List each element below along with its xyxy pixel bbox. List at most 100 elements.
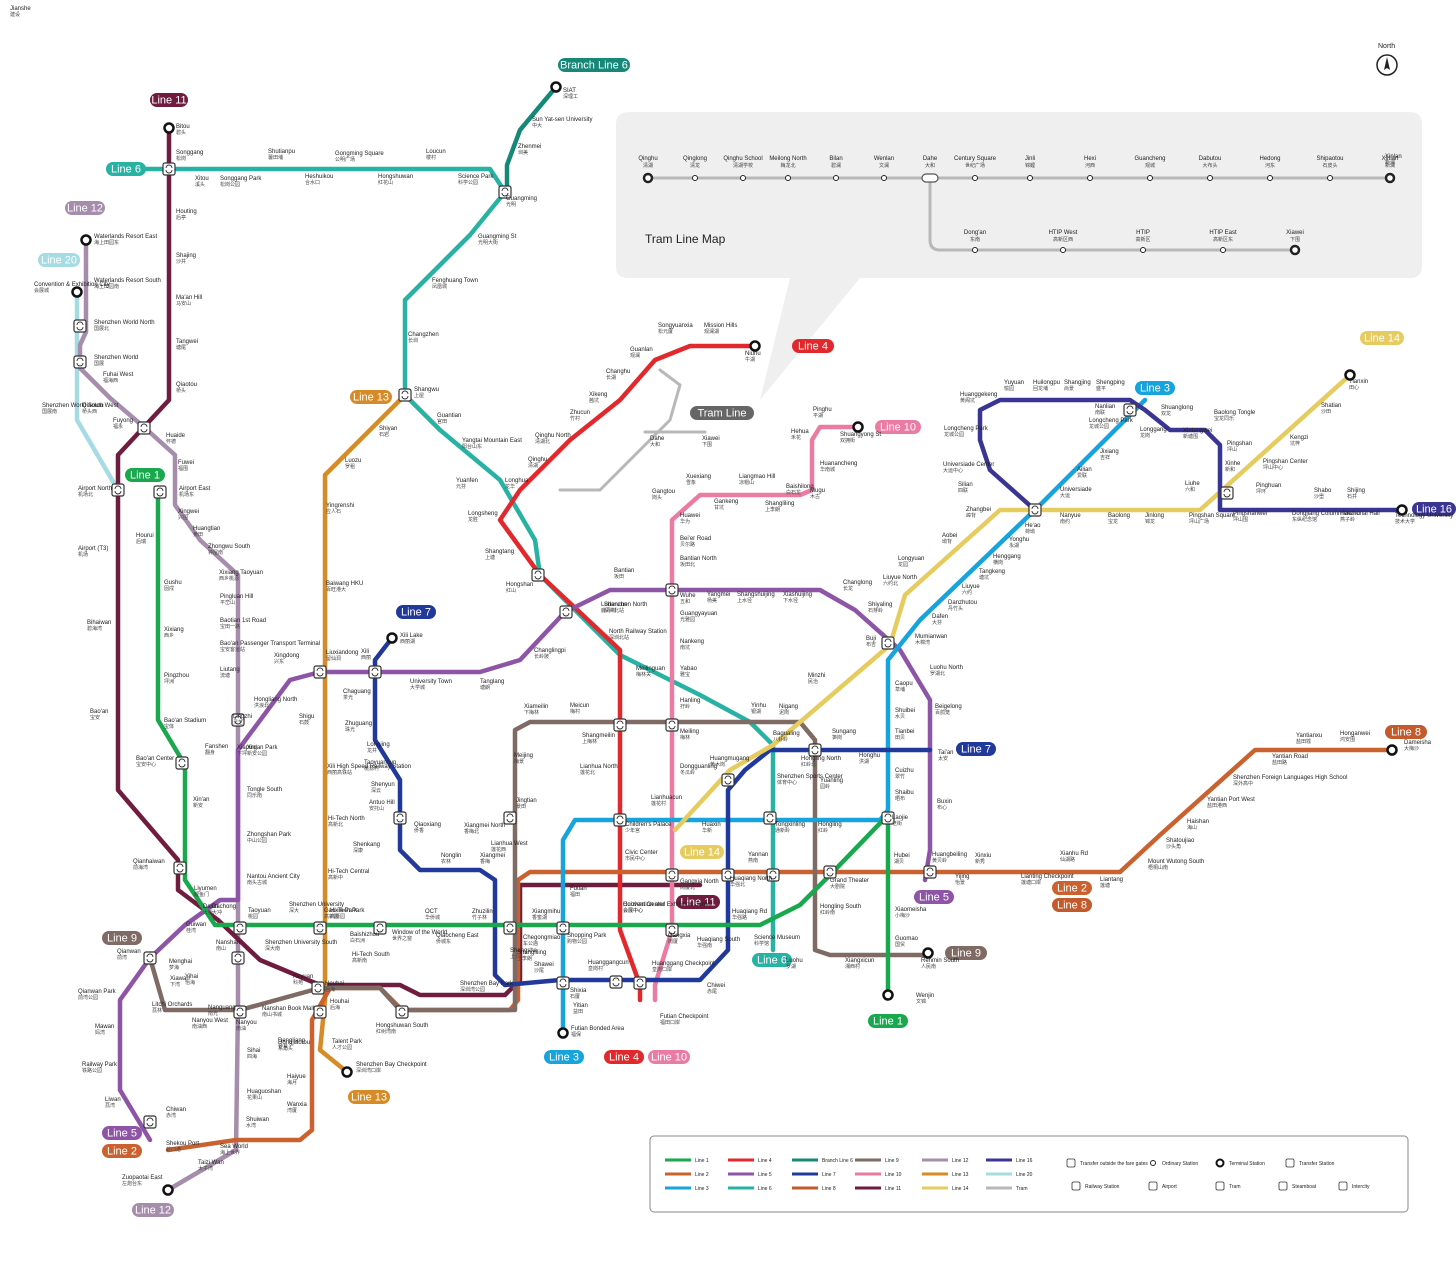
- station-label[interactable]: Changlong: [843, 580, 872, 586]
- station-label[interactable]: Dongguanling: [680, 764, 717, 770]
- station-label[interactable]: Bihaiwan: [87, 620, 111, 626]
- line-badge-l10[interactable]: Line 10: [875, 420, 921, 434]
- station-label[interactable]: Sihai: [247, 1048, 260, 1054]
- line-badge-l20[interactable]: Line 20: [38, 253, 80, 267]
- station-label[interactable]: Beigelong: [935, 704, 962, 710]
- station-label[interactable]: Xiawei: [702, 436, 720, 442]
- station-label[interactable]: Xixiang: [164, 627, 184, 633]
- station-label[interactable]: Longhua: [505, 478, 529, 484]
- station-label[interactable]: Shangwu: [414, 387, 439, 393]
- line-badge-l8[interactable]: Line 8: [1385, 725, 1427, 739]
- station-label[interactable]: Longcheng Park: [944, 426, 989, 432]
- station-label[interactable]: Chegongmiao: [523, 935, 561, 941]
- station-label[interactable]: Qianhaiwan: [133, 859, 165, 865]
- station-label[interactable]: Qiaotou West: [82, 403, 119, 409]
- station-label[interactable]: Qiaotou: [176, 382, 197, 388]
- station-label[interactable]: Songgang Park: [220, 176, 262, 182]
- station-label[interactable]: Qiaoxiang: [414, 822, 441, 828]
- station-label[interactable]: Convention and Exhibition Center: [623, 902, 712, 908]
- station-label[interactable]: Shiyaling: [868, 602, 892, 608]
- station-label[interactable]: Civic Center: [625, 850, 658, 856]
- station-label[interactable]: Xuexiang: [686, 474, 711, 480]
- station-label[interactable]: Hongling North: [801, 756, 841, 762]
- station-label[interactable]: Futian: [570, 886, 587, 892]
- station-label[interactable]: Hehua: [791, 429, 809, 435]
- station-label[interactable]: Chiwei: [707, 983, 725, 989]
- tram-station-label[interactable]: Bilan: [829, 156, 842, 162]
- station-label[interactable]: Yingrenshi: [326, 503, 354, 509]
- station-label[interactable]: Bitou: [176, 124, 190, 130]
- tram-station-label[interactable]: Jinli: [1025, 156, 1035, 162]
- tram-station-label[interactable]: Hexi: [1084, 156, 1096, 162]
- line-badge-l1[interactable]: Line 1: [125, 468, 165, 482]
- station-label[interactable]: Yuanling: [820, 778, 843, 784]
- station-label[interactable]: Science Museum: [754, 935, 800, 941]
- station-label[interactable]: Baishilong: [786, 484, 814, 490]
- station-label[interactable]: Dafen: [932, 614, 948, 620]
- station-label[interactable]: Silian: [958, 482, 973, 488]
- station-label[interactable]: Airport East: [179, 486, 211, 492]
- station-label[interactable]: Lianhua West: [491, 841, 528, 847]
- station-label[interactable]: Nanyou: [236, 1020, 257, 1026]
- station-label[interactable]: Hongling South: [820, 904, 861, 910]
- station-label[interactable]: Guangming St: [478, 234, 517, 240]
- station-label[interactable]: Shenzhen Sports Center: [777, 774, 843, 780]
- station-label[interactable]: Science Park: [458, 174, 494, 180]
- station-label[interactable]: Pinghu: [813, 407, 832, 413]
- station-label[interactable]: Liuhe: [1185, 481, 1200, 487]
- line-badge-l8[interactable]: Line 8: [1052, 898, 1092, 912]
- station-label[interactable]: Nanguang: [208, 1005, 236, 1011]
- station-label[interactable]: Guiwan: [186, 922, 206, 928]
- station-label[interactable]: Xitou: [195, 176, 209, 182]
- station-label[interactable]: Wanxia: [287, 1102, 307, 1108]
- station-label[interactable]: Buji: [866, 636, 876, 642]
- station-label[interactable]: Hongshuwan South: [376, 1023, 428, 1029]
- terminal-station-icon[interactable]: [1344, 369, 1356, 381]
- station-label[interactable]: Pinghuan: [1256, 483, 1281, 489]
- station-label[interactable]: Aobei: [942, 533, 957, 539]
- station-label[interactable]: Dameisha: [1404, 740, 1432, 746]
- station-label[interactable]: Sun Yat-sen University: [532, 117, 592, 123]
- station-label[interactable]: Xinlan: [1385, 154, 1402, 160]
- station-label[interactable]: Wenjin: [916, 993, 934, 999]
- station-label[interactable]: Bagualing: [773, 731, 800, 737]
- station-label[interactable]: Fenghuang Town: [432, 278, 478, 284]
- station-label[interactable]: Zhongwu South: [208, 544, 250, 550]
- station-label[interactable]: Nigang: [779, 704, 798, 710]
- station-label[interactable]: Tangwei: [176, 339, 198, 345]
- station-label[interactable]: Dongjiang Column Memorial Hall: [1292, 511, 1380, 517]
- tram-station-label[interactable]: Wenlan: [874, 156, 894, 162]
- station-label[interactable]: Huangmugang: [710, 756, 749, 762]
- station-label[interactable]: Lianhuacun: [651, 795, 682, 801]
- line-badge-l11[interactable]: Line 11: [676, 895, 720, 909]
- station-label[interactable]: Shangjing: [1064, 380, 1091, 386]
- station-label[interactable]: Guanlan: [630, 347, 653, 353]
- station-label[interactable]: Nankeng: [680, 639, 704, 645]
- tram-station-label[interactable]: HTIP West: [1049, 230, 1078, 236]
- line-badge-l4[interactable]: Line 4: [792, 339, 834, 353]
- station-label[interactable]: Sungang: [832, 729, 856, 735]
- station-label[interactable]: Honganwei: [1340, 731, 1370, 737]
- station-label[interactable]: Futian Checkpoint: [660, 1014, 709, 1020]
- station-label[interactable]: Huangtian: [193, 526, 220, 532]
- line-badge-l1[interactable]: Line 1: [868, 1014, 908, 1028]
- station-label[interactable]: Laojie: [892, 815, 909, 821]
- station-label[interactable]: Shatian: [1321, 403, 1341, 409]
- tram-station-label[interactable]: Qinghu School: [723, 156, 762, 162]
- station-label[interactable]: Lianting Checkpoint: [1021, 874, 1074, 880]
- station-label[interactable]: Kengzi: [1290, 435, 1308, 441]
- station-label[interactable]: Qianwan: [117, 949, 141, 955]
- station-label[interactable]: SIAT: [563, 88, 576, 94]
- station-label[interactable]: Chaguang: [343, 689, 371, 695]
- station-label[interactable]: Huanggekeng: [960, 392, 997, 398]
- station-label[interactable]: University Town: [410, 679, 452, 685]
- station-label[interactable]: Luohu: [786, 958, 803, 964]
- station-label[interactable]: Yanzhu: [1340, 511, 1360, 517]
- terminal-station-icon[interactable]: [852, 421, 864, 433]
- station-label[interactable]: Pingshan Square: [1189, 513, 1236, 519]
- station-label[interactable]: Mumianwan: [915, 634, 947, 640]
- line-badge-l12[interactable]: Line 12: [65, 201, 105, 215]
- station-label[interactable]: Tongxinling: [775, 822, 805, 828]
- station-label[interactable]: Meiling: [680, 729, 699, 735]
- station-label[interactable]: Songgang: [176, 150, 203, 156]
